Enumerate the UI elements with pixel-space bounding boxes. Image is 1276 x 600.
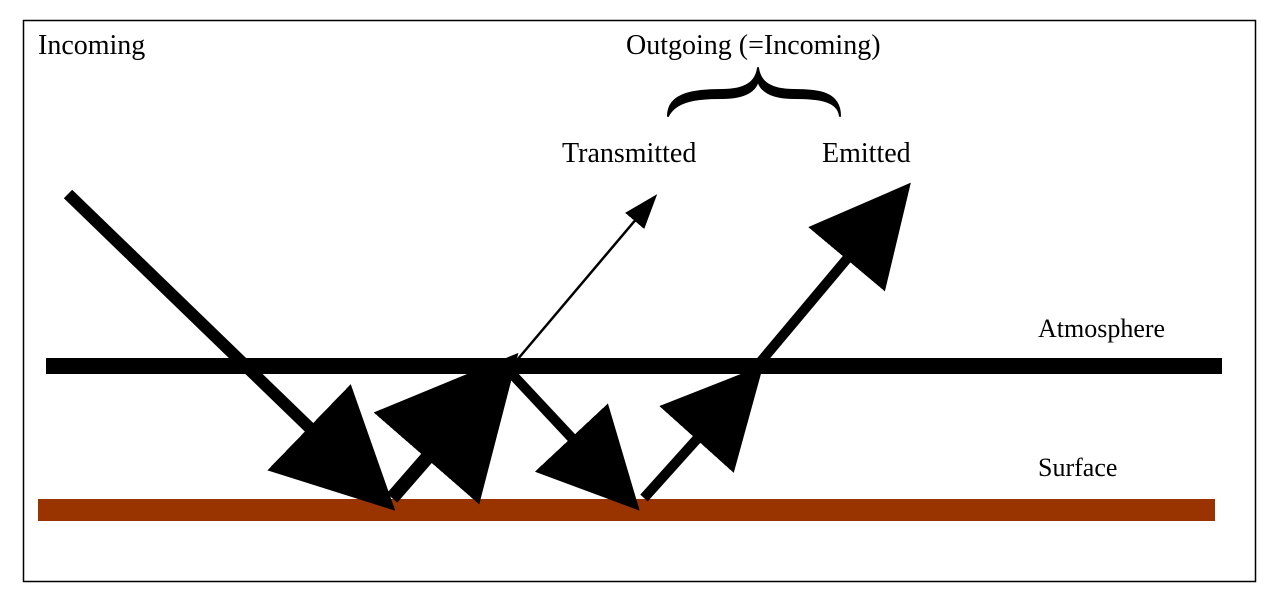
emitted-label: Emitted <box>822 138 911 169</box>
surface-emission-arrow <box>373 352 519 505</box>
surface-band <box>38 499 1215 521</box>
outgoing-label: Outgoing (=Incoming) <box>626 30 881 61</box>
transmitted-label: Transmitted <box>562 138 697 169</box>
transmitted-arrow <box>511 194 658 367</box>
atmosphere-label: Atmosphere <box>1038 314 1166 343</box>
incoming-label: Incoming <box>38 30 146 61</box>
outgoing-brace <box>667 67 841 117</box>
surface-label: Surface <box>1038 453 1118 482</box>
back-radiation-arrow <box>508 370 640 511</box>
emitted-arrow <box>748 182 911 376</box>
surface-reemission-arrow <box>640 365 764 502</box>
diagram-frame <box>22 19 1257 583</box>
incoming-arrow <box>63 189 396 511</box>
